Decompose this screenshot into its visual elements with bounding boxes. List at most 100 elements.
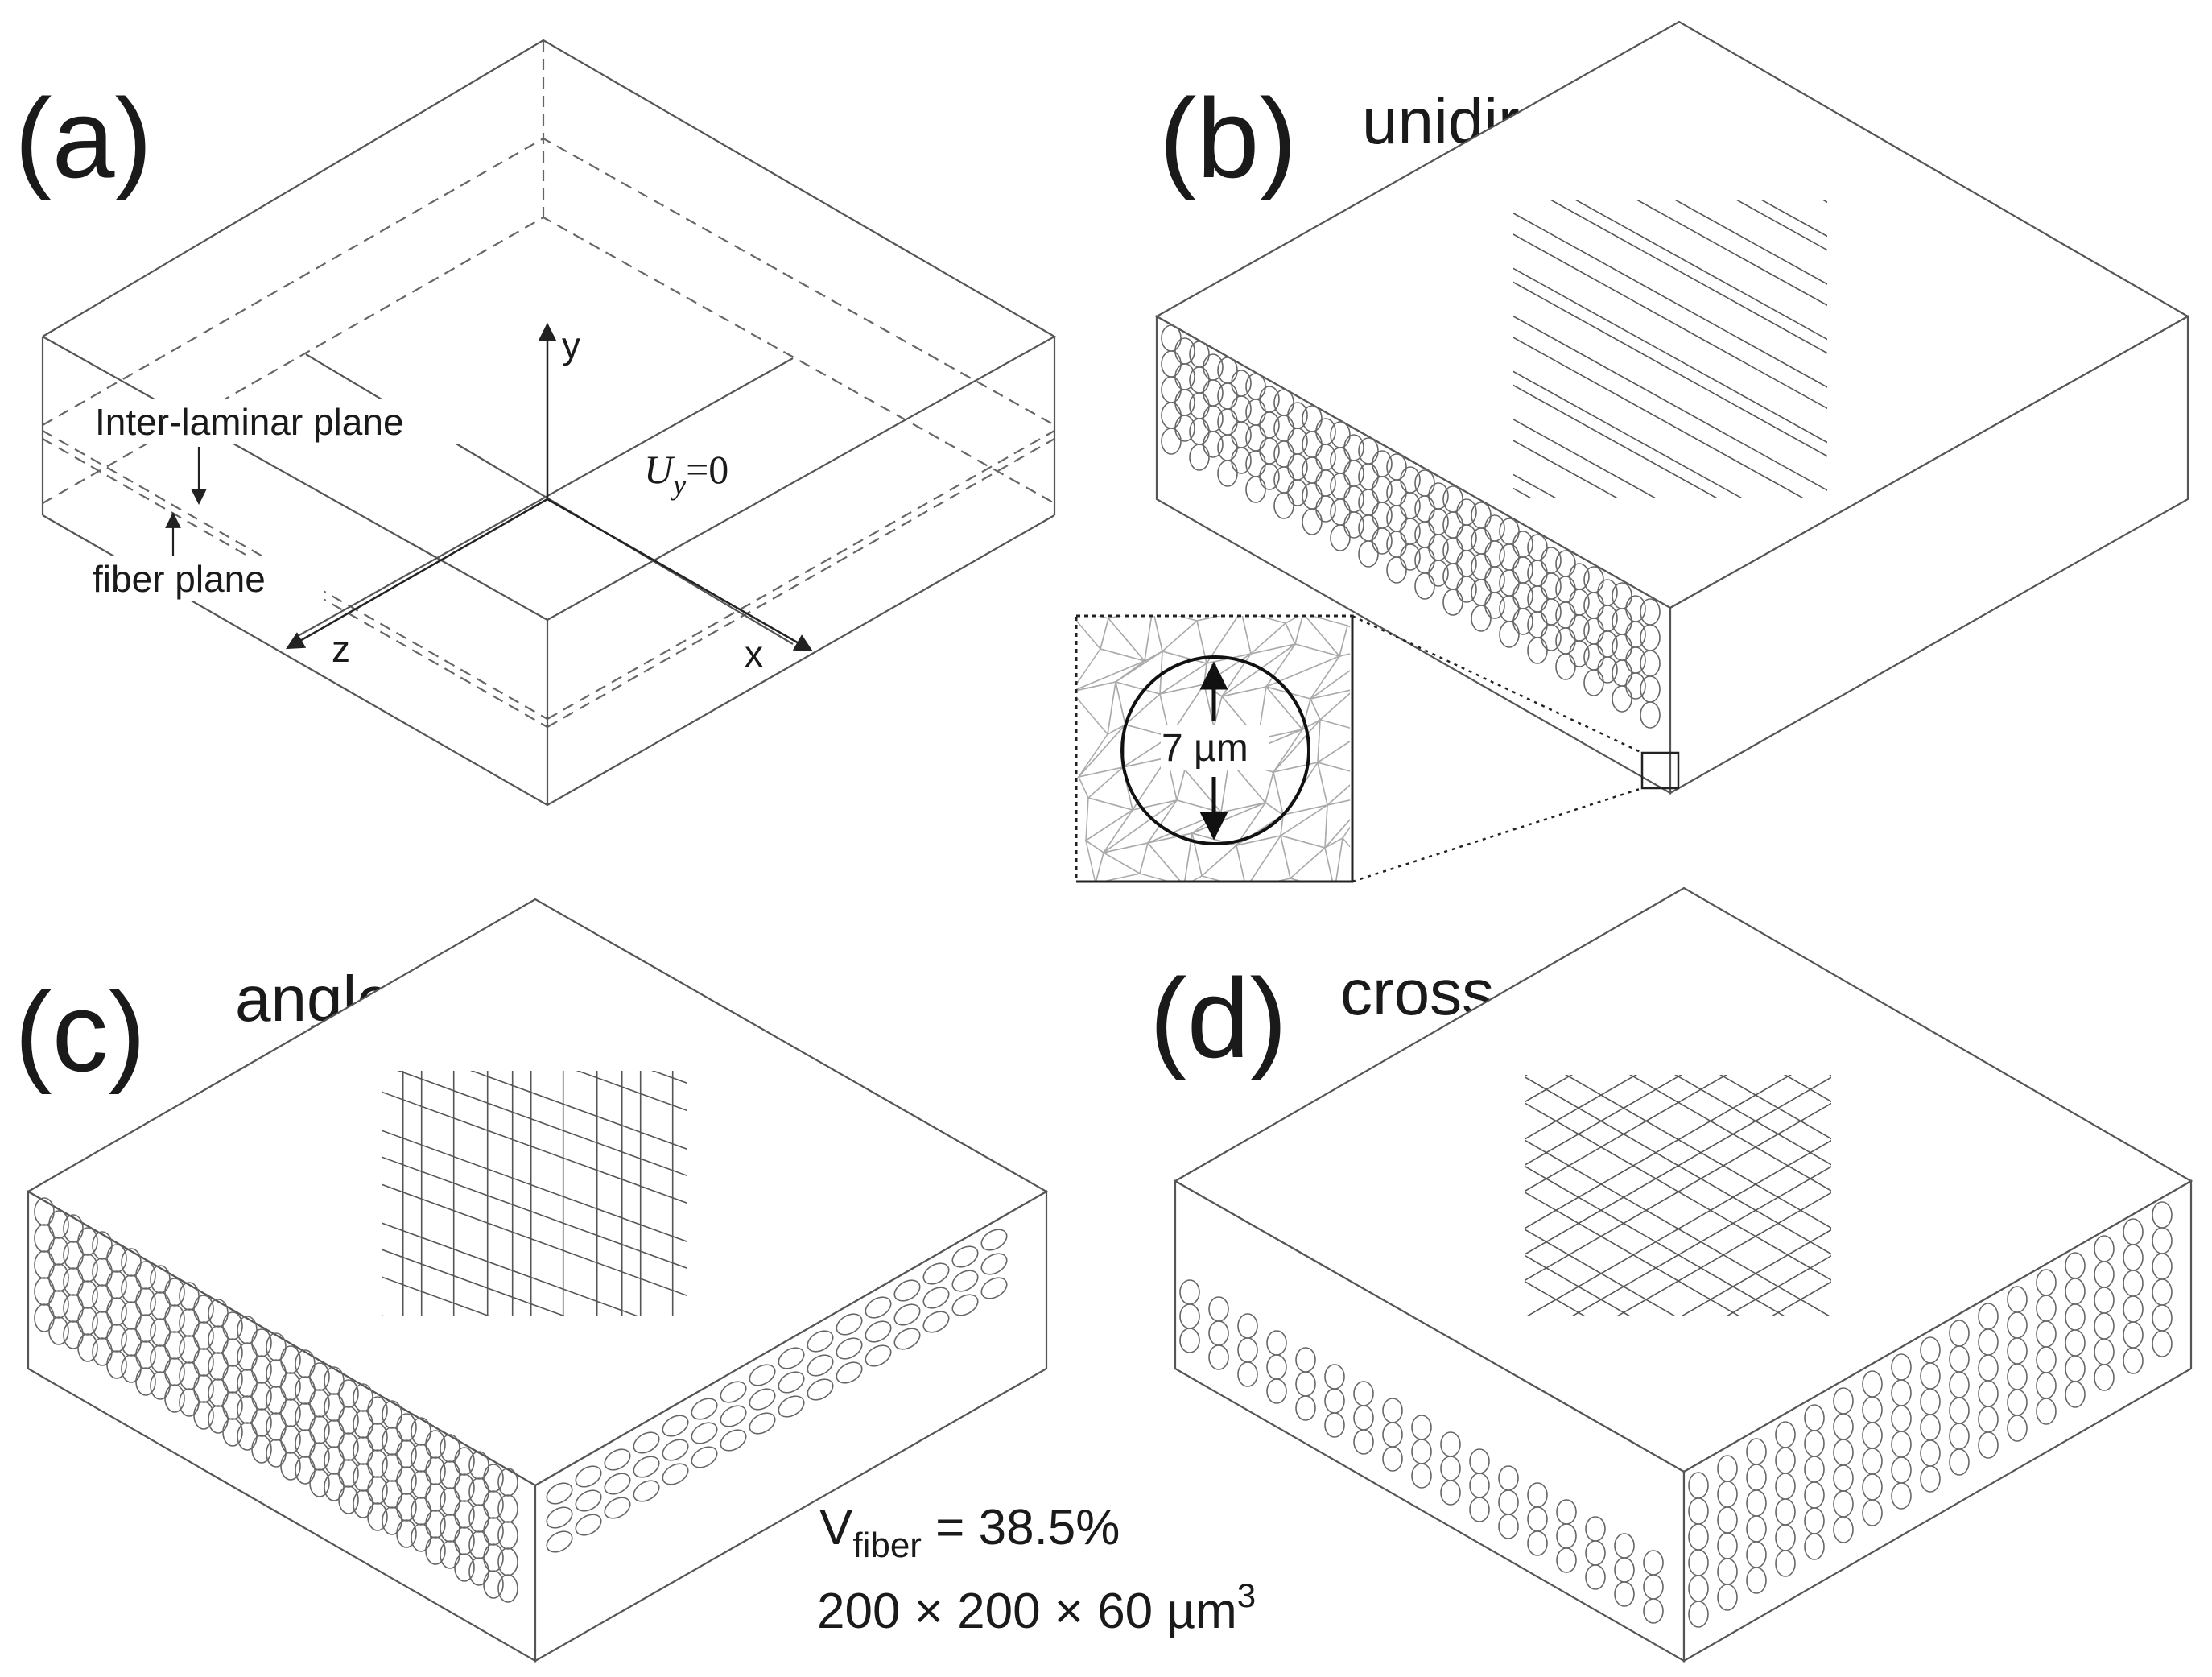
fiber-end: [237, 1342, 258, 1371]
fiber-end: [440, 1434, 460, 1463]
fiber-end: [135, 1367, 156, 1396]
fiber-end: [106, 1244, 127, 1273]
fiber-end: [63, 1320, 84, 1349]
fiber-end: [411, 1444, 431, 1473]
fiber-end: [34, 1303, 55, 1332]
fiber-end: [1469, 1497, 1490, 1522]
fiber-end: [193, 1321, 214, 1350]
fiber-end: [778, 1347, 805, 1369]
fiber-end: [1358, 540, 1379, 568]
panel-c-label: (c): [14, 969, 146, 1095]
fiber-end: [468, 1557, 489, 1586]
fiber-end: [237, 1395, 258, 1424]
axis-x-label: x: [745, 633, 763, 675]
fiber-end: [179, 1388, 200, 1417]
fiber-end: [1891, 1482, 1912, 1510]
fiber-end: [266, 1359, 287, 1388]
fiber-end: [1862, 1499, 1883, 1526]
fiber-end: [1372, 527, 1393, 555]
fiber-end: [1217, 460, 1238, 487]
fiber-end: [497, 1468, 518, 1497]
fiber-end: [1330, 524, 1351, 551]
fiber-end: [396, 1439, 417, 1468]
fiber-end: [164, 1384, 185, 1413]
fiber-end: [2007, 1415, 2028, 1442]
fiber-end: [411, 1470, 431, 1499]
fiber-end: [922, 1287, 950, 1309]
fiber-end: [266, 1332, 287, 1361]
fiber-end: [1484, 592, 1505, 619]
fiber-end: [1414, 572, 1435, 600]
fiber-end: [1208, 1344, 1229, 1370]
fiber-end: [575, 1465, 602, 1488]
fiber-line: [1564, 1075, 1831, 1229]
fiber-end: [1295, 1395, 1316, 1421]
fiber-end: [338, 1406, 359, 1435]
fiber-end: [1237, 1361, 1258, 1387]
fiber-end: [324, 1446, 345, 1475]
fiber-end: [483, 1464, 504, 1493]
fiber-line: [1525, 1139, 1831, 1316]
fiber-end: [440, 1514, 460, 1543]
fiber-end: [164, 1331, 185, 1360]
fiber-end: [251, 1328, 272, 1357]
fiber-end: [604, 1448, 631, 1471]
fiber-end: [836, 1313, 863, 1336]
fiber-end: [440, 1460, 460, 1489]
fiber-end: [546, 1482, 573, 1505]
fiber-end: [440, 1487, 460, 1516]
fiber-end: [865, 1344, 892, 1367]
fiber-end: [1920, 1465, 1941, 1493]
fiber-line: [1525, 1139, 1831, 1316]
fiber-end: [1541, 624, 1562, 651]
fiber-end: [1555, 653, 1576, 680]
inter-laminar-plane-label: Inter-laminar plane: [95, 401, 404, 443]
panel-b-label: (b): [1159, 75, 1297, 201]
fiber-line: [1628, 1075, 1831, 1192]
fiber-line: [1673, 1075, 1831, 1166]
fiber-end: [575, 1489, 602, 1512]
fiber-line: [382, 1249, 567, 1316]
panel-d-fiber-hatch: [1525, 1075, 1831, 1316]
panel-d-fiber-ends: [1179, 1201, 2173, 1628]
fiber-end: [280, 1425, 301, 1454]
fiber-end: [1949, 1448, 1970, 1476]
fiber-end: [1527, 637, 1548, 664]
fiber-line: [1525, 1229, 1677, 1316]
fiber-end: [121, 1328, 142, 1357]
fiber-end: [396, 1413, 417, 1442]
fiber-line: [1673, 200, 1827, 285]
fiber-end: [367, 1449, 388, 1478]
fiber-end: [1428, 560, 1449, 587]
fiber-end: [807, 1354, 834, 1377]
fiber-end: [382, 1480, 402, 1509]
fiber-line: [382, 1156, 687, 1269]
panel-b-fiber-hatch: [1513, 200, 1827, 498]
domain-dimensions: 200 × 200 × 60 µm3: [817, 1576, 1256, 1639]
fiber-end: [34, 1224, 55, 1253]
fiber-end: [179, 1282, 200, 1311]
fiber-end: [121, 1301, 142, 1330]
fiber-end: [92, 1311, 113, 1340]
fiber-line: [301, 692, 1036, 960]
fiber-end: [497, 1547, 518, 1576]
fiber-end: [454, 1500, 475, 1529]
fiber-end: [135, 1287, 156, 1316]
fiber-end: [164, 1304, 185, 1333]
fiber-end: [497, 1494, 518, 1523]
fiber-end: [396, 1466, 417, 1495]
fiber-end: [1287, 479, 1308, 506]
fiber-end: [411, 1523, 431, 1552]
fiber-end: [1612, 685, 1632, 713]
fiber-end: [691, 1398, 718, 1420]
fiber-end: [48, 1237, 69, 1266]
fiber-end: [749, 1364, 776, 1386]
fiber-end: [1527, 1530, 1548, 1556]
panel-b-box: [1154, 20, 2190, 795]
fiber-line: [1719, 1075, 1831, 1140]
fiber-line: [576, 1071, 687, 1112]
fiber-end: [353, 1436, 373, 1465]
boundary-condition-label: Uy=0: [644, 447, 728, 501]
fiber-end: [411, 1497, 431, 1526]
fiber-end: [353, 1410, 373, 1439]
